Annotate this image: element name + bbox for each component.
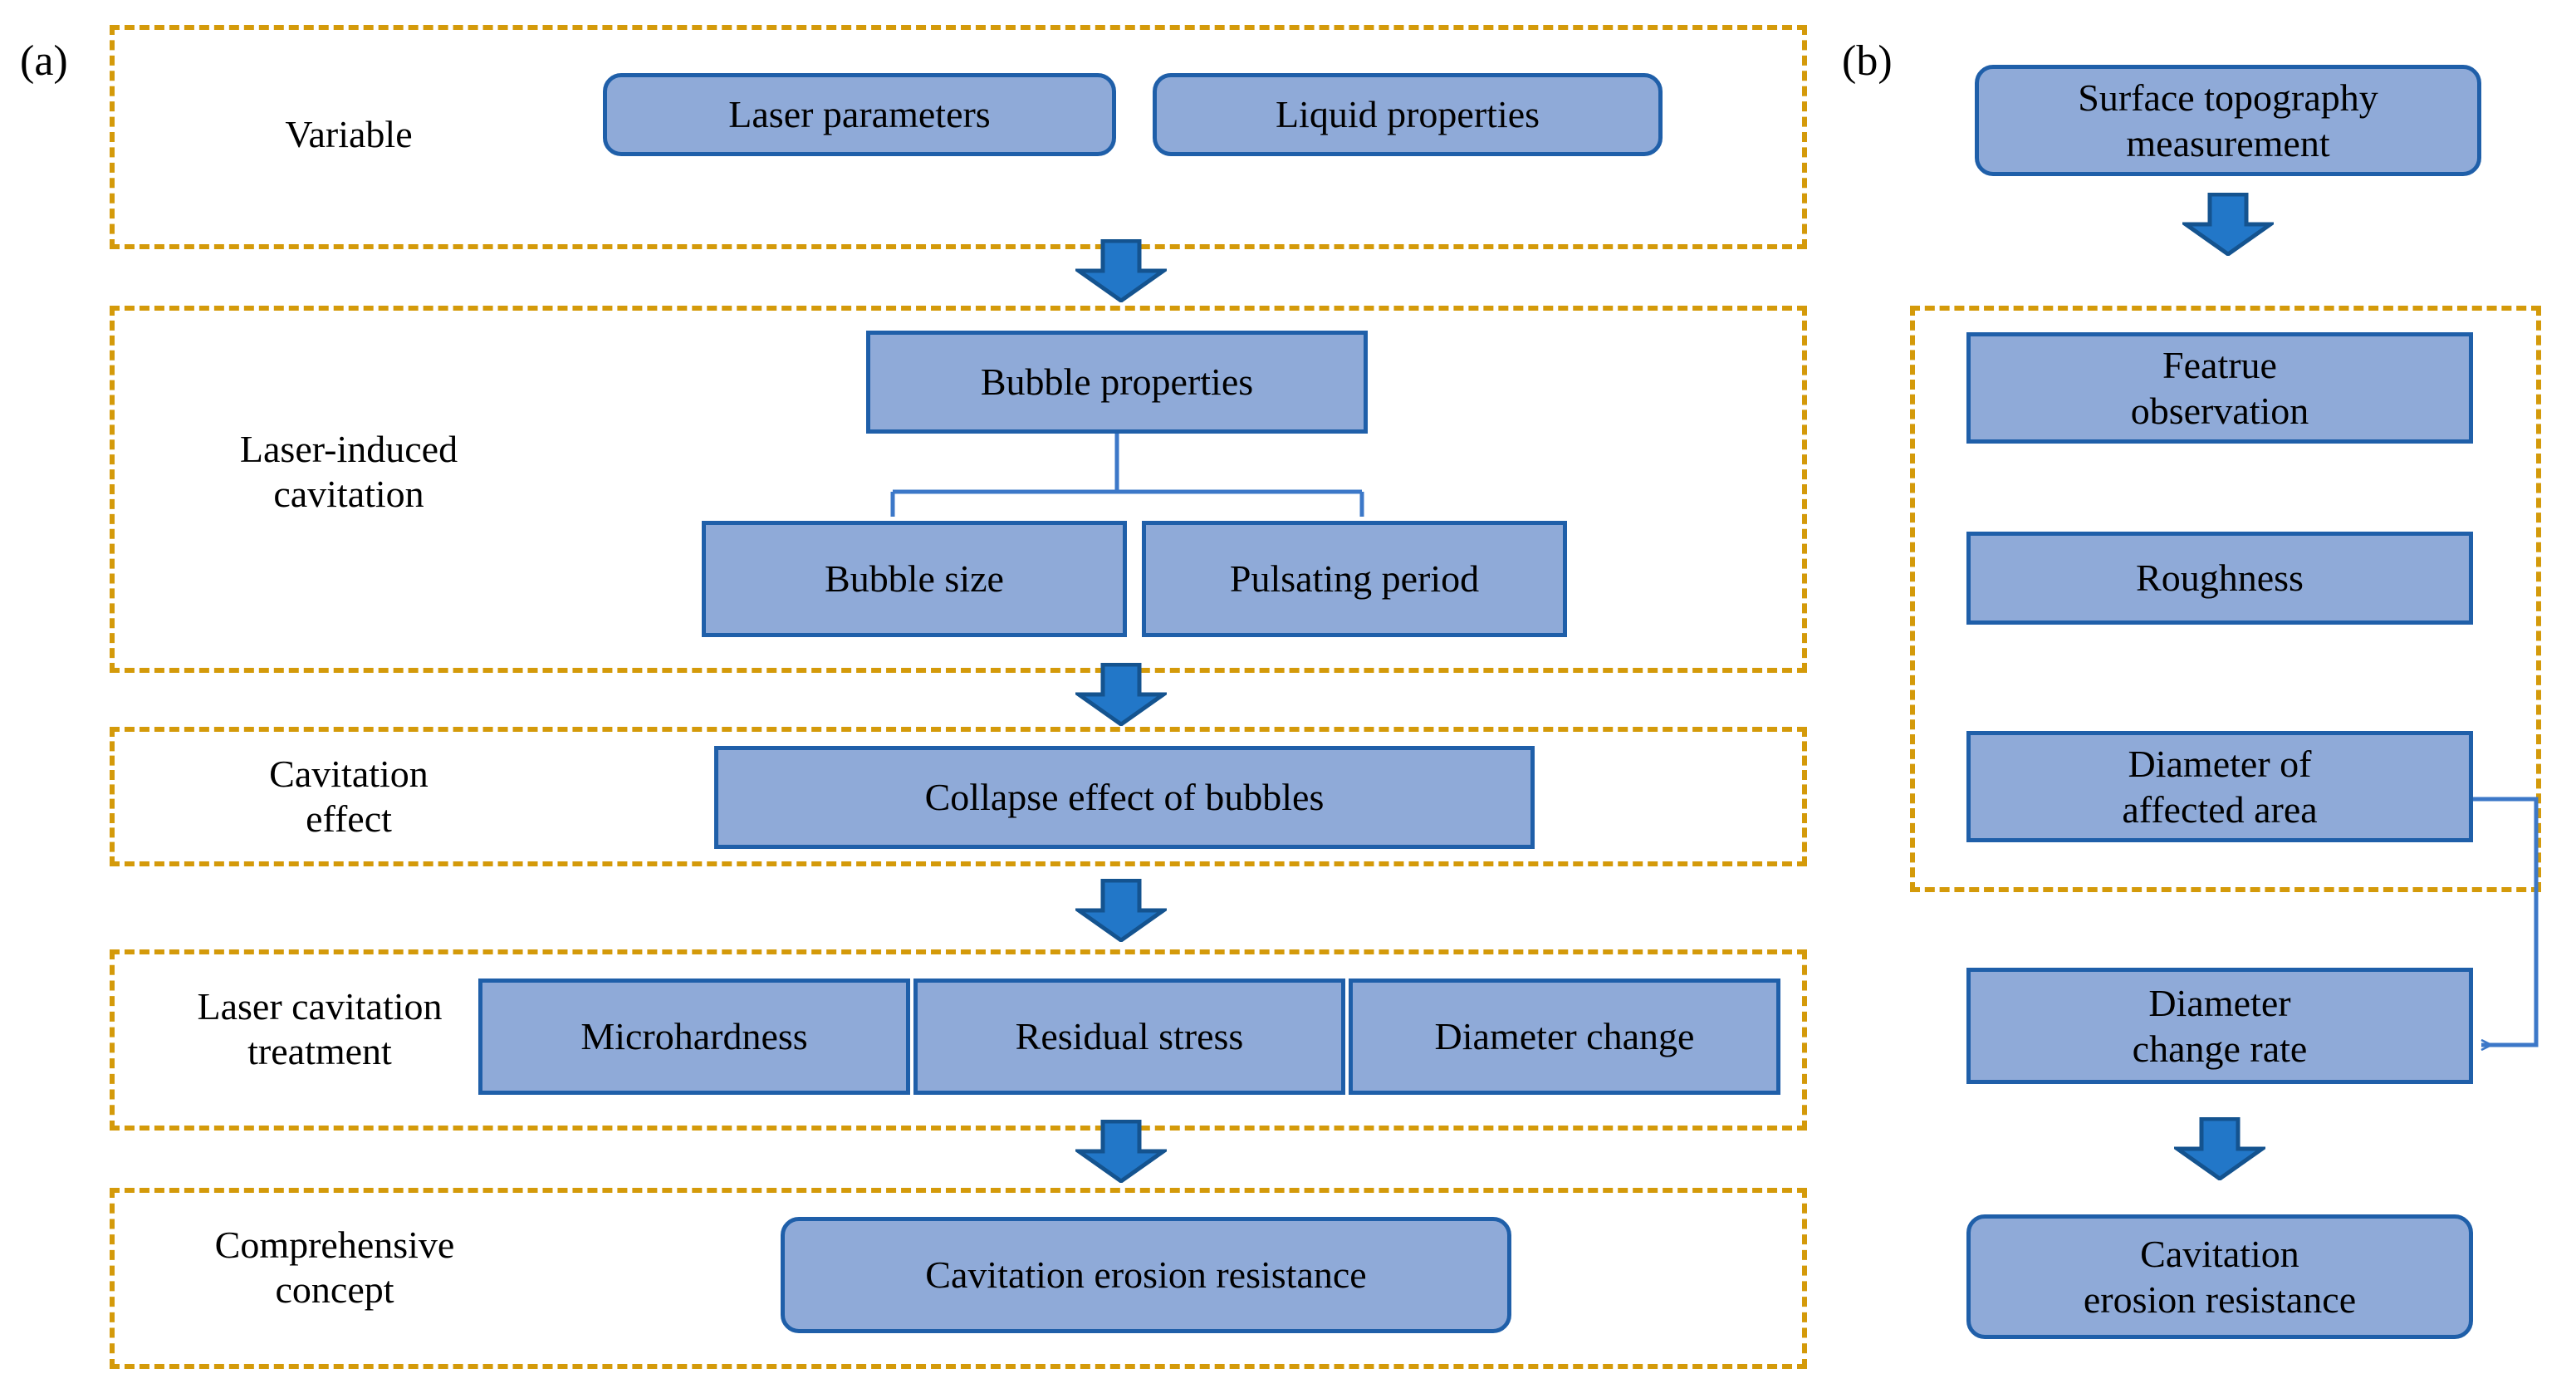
- node-collapse-effect-of-bubbles[interactable]: Collapse effect of bubbles: [714, 746, 1535, 849]
- arrow-variable-to-cavitation: [1075, 239, 1167, 302]
- arrow-topography-to-measurements: [2182, 193, 2274, 256]
- node-cavitation-erosion-resistance-b[interactable]: Cavitation erosion resistance: [1966, 1214, 2473, 1339]
- node-diameter-change-rate[interactable]: Diameter change rate: [1966, 968, 2473, 1084]
- node-surface-topography-measurement[interactable]: Surface topography measurement: [1975, 65, 2481, 176]
- node-pulsating-period[interactable]: Pulsating period: [1142, 521, 1567, 637]
- node-featrue-observation[interactable]: Featrue observation: [1966, 332, 2473, 444]
- node-diameter-of-affected-area[interactable]: Diameter of affected area: [1966, 731, 2473, 842]
- panel-b-letter: (b): [1842, 37, 1893, 85]
- node-bubble-properties[interactable]: Bubble properties: [866, 331, 1368, 434]
- group-comprehensive-concept: [110, 1188, 1807, 1369]
- arrow-treatment-to-comprehensive: [1075, 1120, 1167, 1183]
- group-surface-measurements: [1910, 306, 2541, 892]
- node-cavitation-erosion-resistance-a[interactable]: Cavitation erosion resistance: [781, 1217, 1511, 1333]
- arrow-effect-to-treatment: [1075, 879, 1167, 942]
- row-label-laser-induced-cavitation: Laser-induced cavitation: [239, 428, 458, 516]
- node-residual-stress[interactable]: Residual stress: [913, 979, 1345, 1095]
- group-laser-induced-cavitation: [110, 306, 1807, 673]
- group-laser-cavitation-treatment: [110, 949, 1807, 1131]
- group-variable: [110, 25, 1807, 249]
- node-microhardness[interactable]: Microhardness: [478, 979, 910, 1095]
- row-label-laser-cavitation-treatment: Laser cavitation treatment: [197, 985, 443, 1073]
- row-label-comprehensive-concept: Comprehensive concept: [214, 1224, 455, 1312]
- node-laser-parameters[interactable]: Laser parameters: [603, 73, 1116, 156]
- node-liquid-properties[interactable]: Liquid properties: [1153, 73, 1663, 156]
- arrow-change-rate-to-resistance: [2174, 1117, 2265, 1180]
- node-diameter-change[interactable]: Diameter change: [1349, 979, 1780, 1095]
- row-label-variable: Variable: [285, 113, 413, 155]
- group-cavitation-effect: [110, 727, 1807, 866]
- panel-a-letter: (a): [20, 37, 68, 85]
- row-label-cavitation-effect: Cavitation effect: [269, 753, 429, 841]
- node-roughness[interactable]: Roughness: [1966, 532, 2473, 625]
- arrow-cavitation-to-effect: [1075, 663, 1167, 726]
- node-bubble-size[interactable]: Bubble size: [702, 521, 1127, 637]
